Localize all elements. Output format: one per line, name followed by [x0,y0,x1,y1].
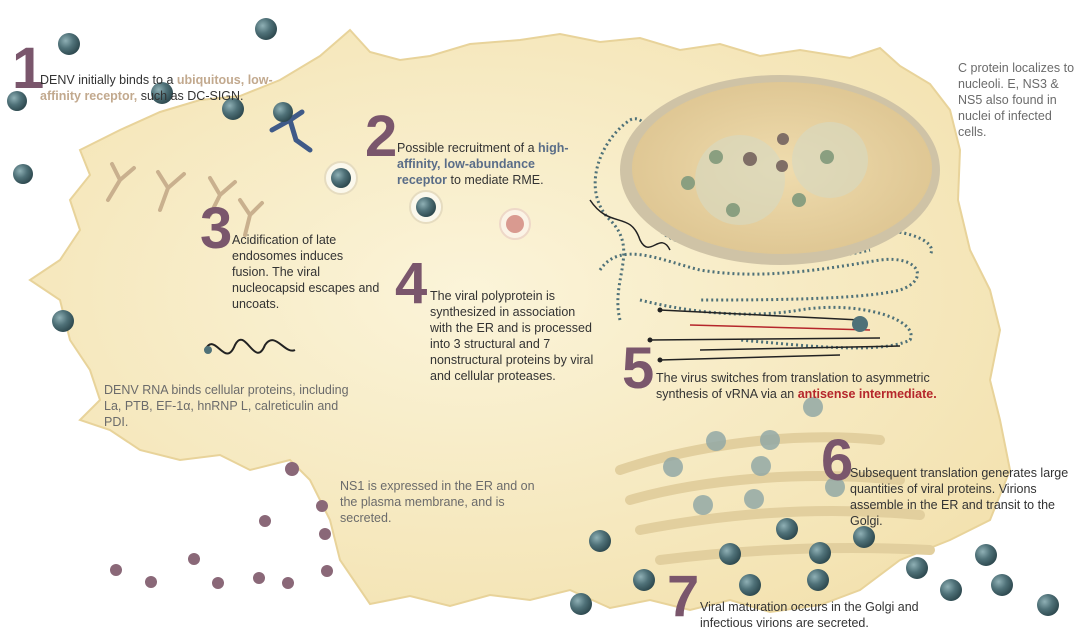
step-1-text: DENV initially binds to a ubiquitous, lo… [40,72,280,104]
step-3-text: Acidification of late endosomes induces … [232,232,382,312]
step-2-number: 2 [365,108,397,166]
nucleus-note: C protein localizes to nucleoli. E, NS3 … [958,60,1078,140]
step-6-text: Subsequent translation generates large q… [850,465,1090,529]
step-1-post: such as DC-SIGN. [137,89,243,103]
step-3-number: 3 [200,200,232,258]
ns1-particles [110,462,333,589]
step-5-number: 5 [622,340,654,398]
step-4-text: The viral polyprotein is synthesized in … [430,288,600,384]
step-4-number: 4 [395,255,427,313]
step-2-pre: Possible recruitment of a [397,141,538,155]
step-5-highlight: antisense intermediate. [798,387,937,401]
step-7-number: 7 [667,568,699,626]
step-7-text: Viral maturation occurs in the Golgi and… [700,599,960,628]
ns1-note: NS1 is expressed in the ER and on the pl… [340,478,540,526]
rna-binding-note: DENV RNA binds cellular proteins, includ… [104,382,354,430]
step-2-text: Possible recruitment of a high-affinity,… [397,140,577,188]
step-1-pre: DENV initially binds to a [40,73,177,87]
step-5-text: The virus switches from translation to a… [656,370,956,402]
rna-bound-protein [204,346,212,354]
step-6-number: 6 [821,432,853,490]
step-2-post: to mediate RME. [447,173,544,187]
